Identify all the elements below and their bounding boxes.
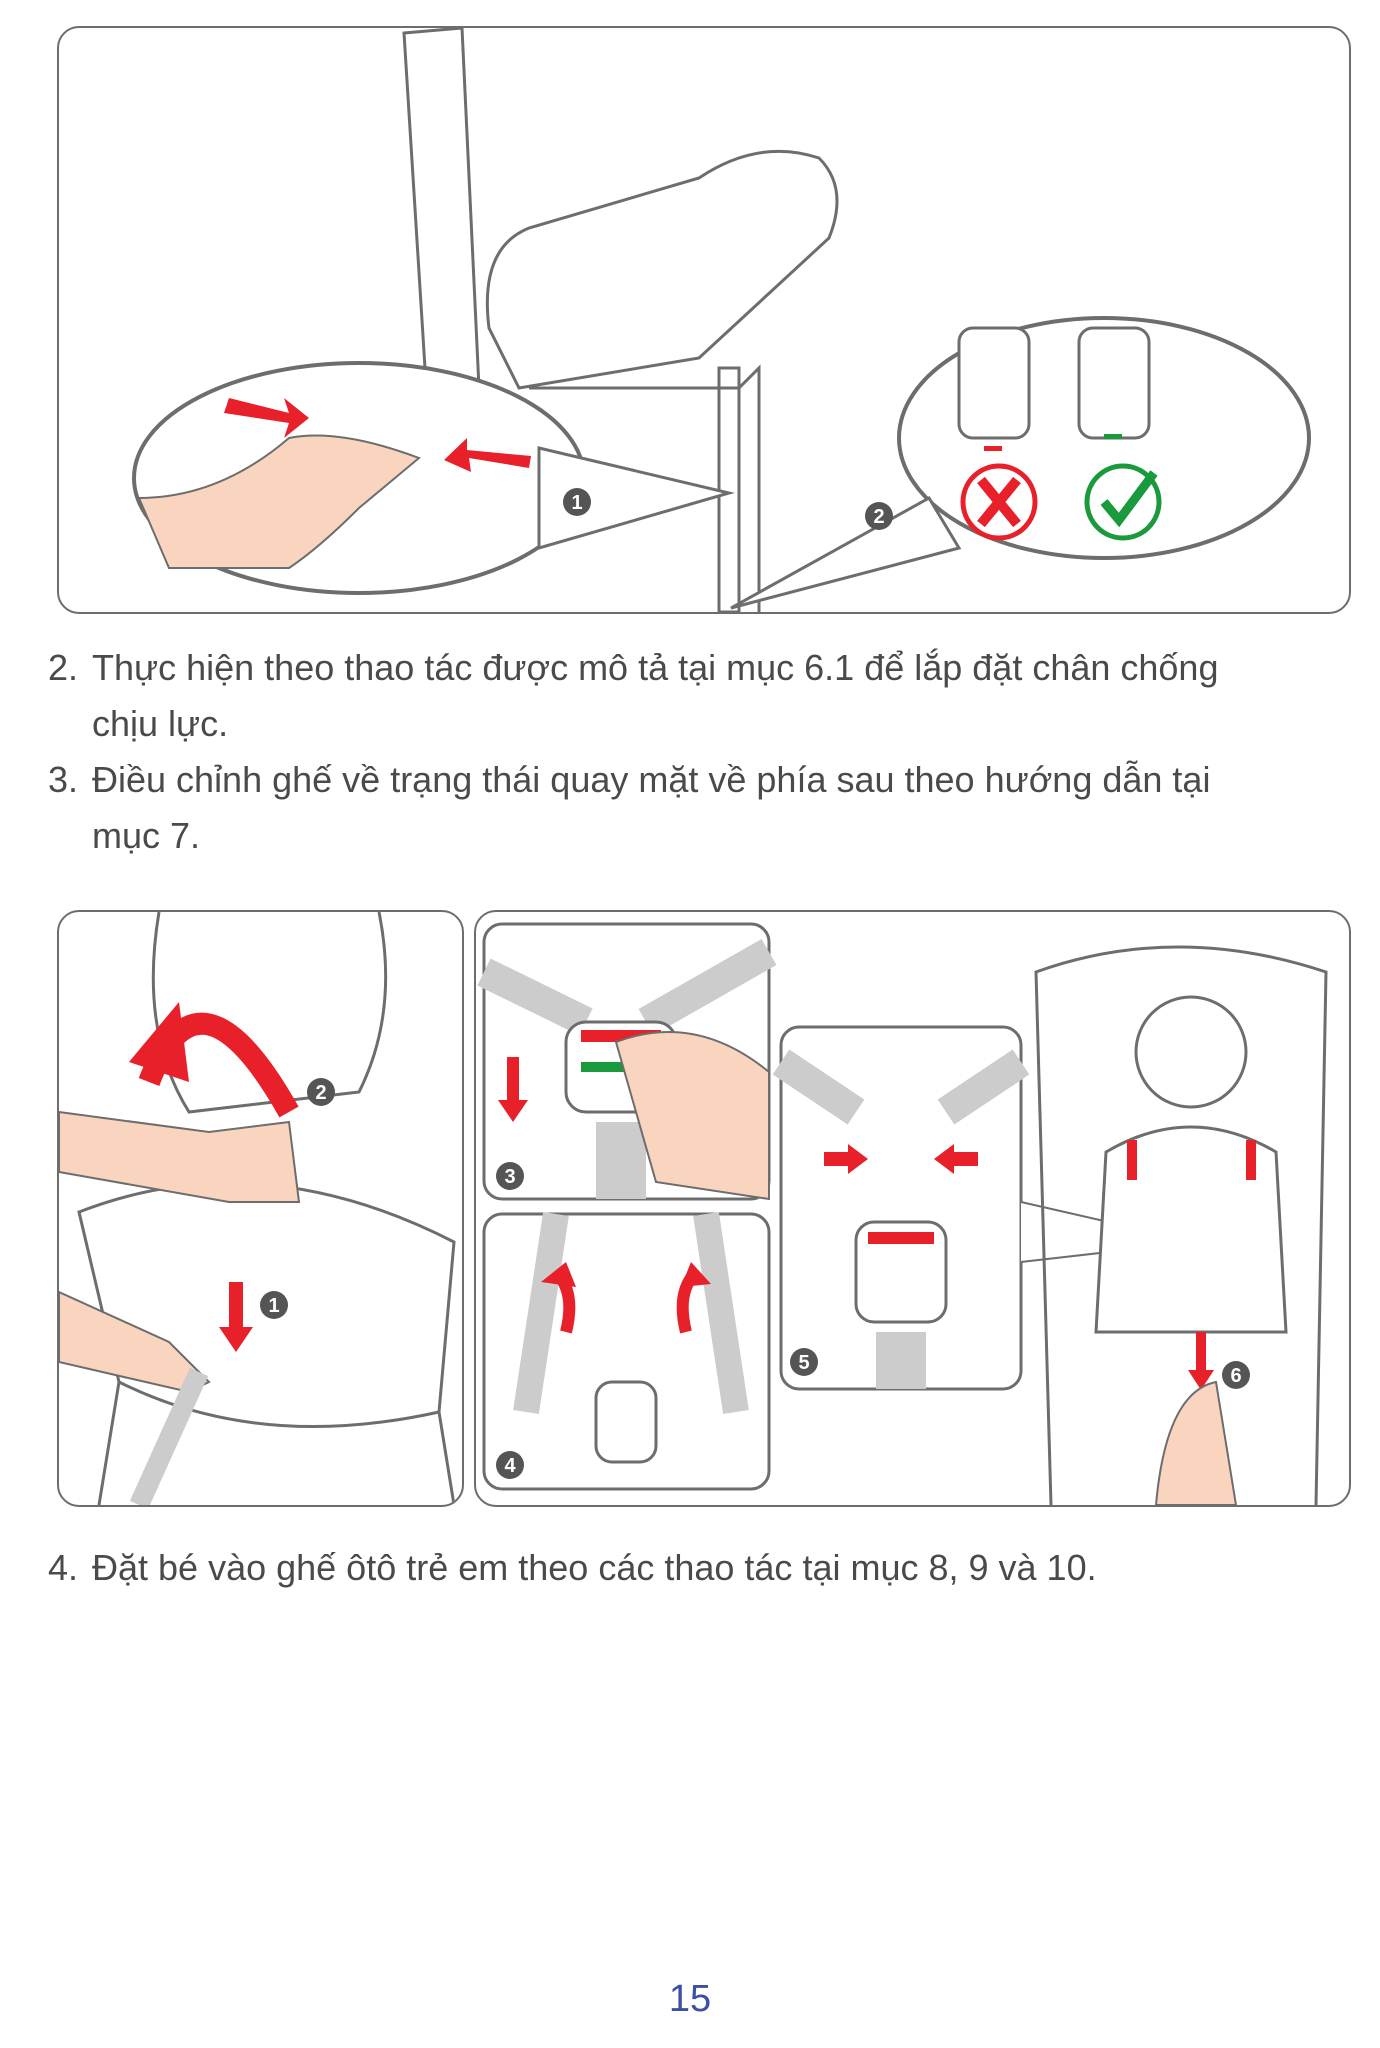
step-text-continued: mục 7. — [92, 815, 201, 856]
svg-text:1: 1 — [571, 492, 582, 514]
hand-icon — [1154, 1380, 1238, 1505]
harness-release-illustration: 1 2 — [59, 912, 456, 1505]
step-number: 2. — [48, 647, 79, 688]
svg-text:4: 4 — [504, 1455, 516, 1477]
hand-icon — [59, 1110, 301, 1203]
arrow-left-icon — [934, 1144, 954, 1174]
arrow-down-icon — [219, 1327, 253, 1352]
svg-text:1: 1 — [268, 1295, 279, 1317]
step-text: Thực hiện theo thao tác được mô tả tại m… — [92, 647, 1219, 688]
svg-text:3: 3 — [504, 1166, 515, 1188]
step-text: Điều chỉnh ghế về trạng thái quay mặt về… — [92, 759, 1211, 800]
step-text: Đặt bé vào ghế ôtô trẻ em theo các thao … — [92, 1547, 1097, 1588]
instruction-step-3: 3. Điều chỉnh ghế về trạng thái quay mặt … — [48, 752, 1338, 864]
buckle-illustration: 3 4 5 6 — [477, 922, 1328, 1505]
svg-text:5: 5 — [798, 1352, 809, 1374]
step-number: 4. — [48, 1547, 79, 1588]
zoom-bubble-left: 1 — [132, 361, 735, 595]
child-in-seat — [1034, 945, 1328, 1505]
arrow-right-icon — [224, 398, 309, 438]
figure-harness-release: 1 2 — [57, 910, 464, 1507]
svg-text:2: 2 — [873, 506, 884, 528]
figure-support-leg-installation: 1 2 — [57, 26, 1351, 614]
zoom-bubble-right: 2 — [730, 316, 1311, 610]
page-number: 15 — [668, 1978, 712, 2020]
svg-text:6: 6 — [1230, 1365, 1241, 1387]
hand-icon — [614, 1031, 770, 1201]
arrow-down-icon — [1188, 1370, 1214, 1390]
badge-1 — [563, 488, 591, 516]
car-seat-back — [402, 28, 481, 402]
arrow-down-icon — [498, 1100, 528, 1122]
svg-text:2: 2 — [315, 1082, 326, 1104]
step-number: 3. — [48, 759, 79, 800]
arrow-right-icon — [848, 1144, 868, 1174]
car-seat — [485, 149, 839, 390]
arrow-up-icon — [681, 1262, 711, 1287]
arrow-up-icon — [541, 1262, 576, 1287]
instruction-step-2: 2. Thực hiện theo thao tác được mô tả tại… — [48, 640, 1338, 752]
badge-2 — [865, 502, 893, 530]
hand-icon — [137, 434, 421, 569]
step-text-continued: chịu lực. — [92, 703, 229, 744]
arrow-left-icon — [444, 438, 531, 472]
figure-buckle-and-child: 3 4 5 6 — [474, 910, 1351, 1507]
arrow-up-icon — [129, 1002, 189, 1082]
support-leg-illustration: 1 2 — [132, 28, 1311, 612]
instruction-step-4: 4. Đặt bé vào ghế ôtô trẻ em theo các tha… — [48, 1540, 1338, 1596]
